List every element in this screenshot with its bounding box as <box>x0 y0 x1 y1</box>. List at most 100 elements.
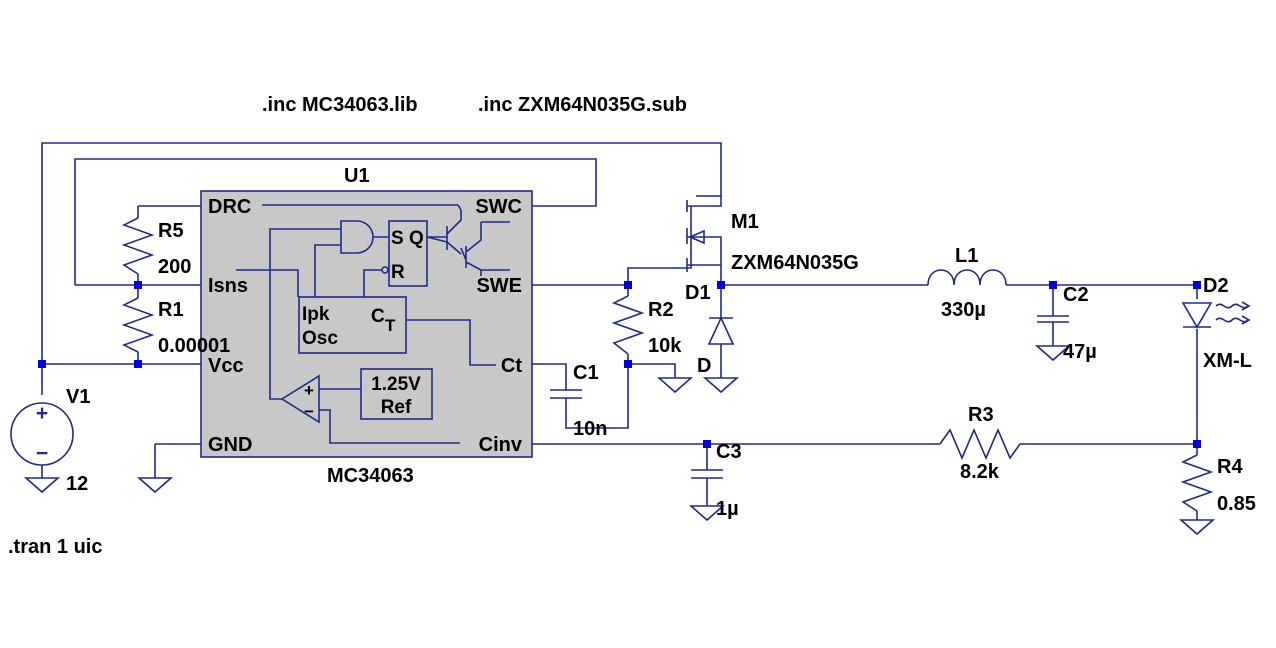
latch-sq-label: S Q <box>391 228 424 249</box>
r5-ref: R5 <box>158 220 184 242</box>
c3-ref: C3 <box>716 441 742 463</box>
latch-r-label: R <box>391 262 405 283</box>
resistor-r5[interactable]: R5 200 <box>121 217 191 278</box>
internal-output-wires <box>481 221 510 271</box>
r4-ref: R4 <box>1217 456 1243 478</box>
reference-label: Ref <box>381 397 412 418</box>
ic-u1[interactable]: U1 MC34063 DRC Isns Vcc GND SWC SWE Ct C… <box>200 165 533 487</box>
capacitor-c3[interactable]: C3 1µ <box>691 441 742 520</box>
wire-r2-to-gnd <box>628 363 676 378</box>
d1-symbol <box>707 316 735 378</box>
directive-inc-lib[interactable]: .inc MC34063.lib <box>262 94 418 116</box>
d2-value: XM-L <box>1203 350 1252 372</box>
junction-dot <box>134 281 142 289</box>
pin-vcc-label: Vcc <box>208 355 244 377</box>
ground-symbol <box>136 477 174 494</box>
led-emission-arrow <box>1215 315 1251 325</box>
wires <box>41 142 1198 520</box>
d1-value: D <box>697 355 711 377</box>
r1-ref: R1 <box>158 299 184 321</box>
osc-ct-t-label: T <box>385 316 396 335</box>
ic-body[interactable] <box>200 190 533 458</box>
l1-value: 330µ <box>941 299 986 321</box>
resistor-r4[interactable]: R4 0.85 <box>1180 454 1256 515</box>
v1-value: 12 <box>66 473 88 495</box>
inductor-l1[interactable]: L1 330µ <box>927 245 1007 321</box>
r2-zigzag <box>611 295 645 355</box>
oscillator-block <box>298 296 407 354</box>
r1-value: 0.00001 <box>158 335 230 357</box>
resistor-r2[interactable]: R2 10k <box>611 295 682 357</box>
l1-ref: L1 <box>955 245 978 267</box>
junction-dot <box>38 360 46 368</box>
mosfet-m1[interactable]: M1 ZXM64N035G <box>686 196 859 274</box>
c2-value: 47µ <box>1063 341 1097 363</box>
darlington-transistor-symbol <box>446 210 482 276</box>
m1-arrow <box>687 229 705 245</box>
d1-ref: D1 <box>685 282 711 304</box>
c2-plates <box>1037 315 1069 323</box>
junction-dot <box>717 281 725 289</box>
wire-swc-loop <box>74 158 597 285</box>
resistor-r3[interactable]: R3 8.2k <box>939 404 1021 483</box>
wire-swe-to-gate <box>627 262 692 285</box>
reference-voltage: 1.25V <box>371 374 421 395</box>
internal-drc-wire <box>262 204 462 211</box>
m1-value: ZXM64N035G <box>731 252 859 274</box>
comparator-minus: − <box>304 402 314 421</box>
ground-symbol <box>1034 345 1072 362</box>
ic-ref: U1 <box>344 165 370 187</box>
r2-value: 10k <box>648 335 682 357</box>
internal-cinv-wire <box>319 409 460 444</box>
comparator-symbol <box>280 374 320 424</box>
led-d2[interactable]: D2 XM-L <box>1181 275 1252 372</box>
diode-d1[interactable]: D1 D <box>685 282 735 378</box>
c1-value: 10n <box>573 418 607 440</box>
pin-ct-label: Ct <box>501 355 522 377</box>
r3-value: 8.2k <box>960 461 1000 483</box>
internal-isns-wire <box>236 269 299 297</box>
ground-symbol <box>688 505 726 522</box>
pin-swe-label: SWE <box>476 275 522 297</box>
capacitor-c1[interactable]: C1 10n <box>550 362 607 440</box>
pin-swc-label: SWC <box>475 196 522 218</box>
ground-symbol <box>1178 519 1216 536</box>
junction-dot <box>134 360 142 368</box>
c3-plates <box>691 469 723 479</box>
junction-dot <box>1193 440 1201 448</box>
directive-inc-sub[interactable]: .inc ZXM64N035G.sub <box>478 94 687 116</box>
wire-gnd-pin <box>154 443 201 478</box>
c1-plates <box>550 389 582 399</box>
pin-gnd-label: GND <box>208 434 252 456</box>
capacitor-c2[interactable]: C2 47µ <box>1037 284 1097 363</box>
junction-dot <box>703 440 711 448</box>
osc-ipk-label: Ipk <box>302 304 330 325</box>
internal-osc-reset-wire <box>363 269 382 297</box>
d2-symbol <box>1181 302 1213 329</box>
sr-latch-box <box>388 220 428 287</box>
ic-model: MC34063 <box>327 465 414 487</box>
c3-value: 1µ <box>716 498 739 520</box>
wire-l1-to-d2 <box>1006 284 1198 299</box>
r1-zigzag <box>121 297 155 353</box>
directive-tran[interactable]: .tran 1 uic <box>8 536 102 558</box>
and-gate-symbol <box>340 220 374 254</box>
osc-ct-c-label: C <box>371 306 385 327</box>
r3-ref: R3 <box>968 404 994 426</box>
internal-gate-latch-wires <box>373 236 448 243</box>
r5-value: 200 <box>158 256 191 278</box>
r3-zigzag <box>939 427 1021 461</box>
m1-ref: M1 <box>731 211 759 233</box>
r4-zigzag <box>1180 454 1214 512</box>
wire-vcc-to-m1-drain <box>41 142 722 364</box>
ground-symbol <box>702 377 740 394</box>
pin-isns-label: Isns <box>208 275 248 297</box>
l1-coil <box>927 269 1007 286</box>
d2-ref: D2 <box>1203 275 1229 297</box>
junction-dot <box>1193 281 1201 289</box>
internal-osc-gate-wire <box>314 244 341 297</box>
resistor-r1[interactable]: R1 0.00001 <box>121 297 230 357</box>
pin-cinv-label: Cinv <box>479 434 523 456</box>
c2-ref: C2 <box>1063 284 1089 306</box>
source-v1[interactable]: + − V1 12 <box>10 386 90 495</box>
